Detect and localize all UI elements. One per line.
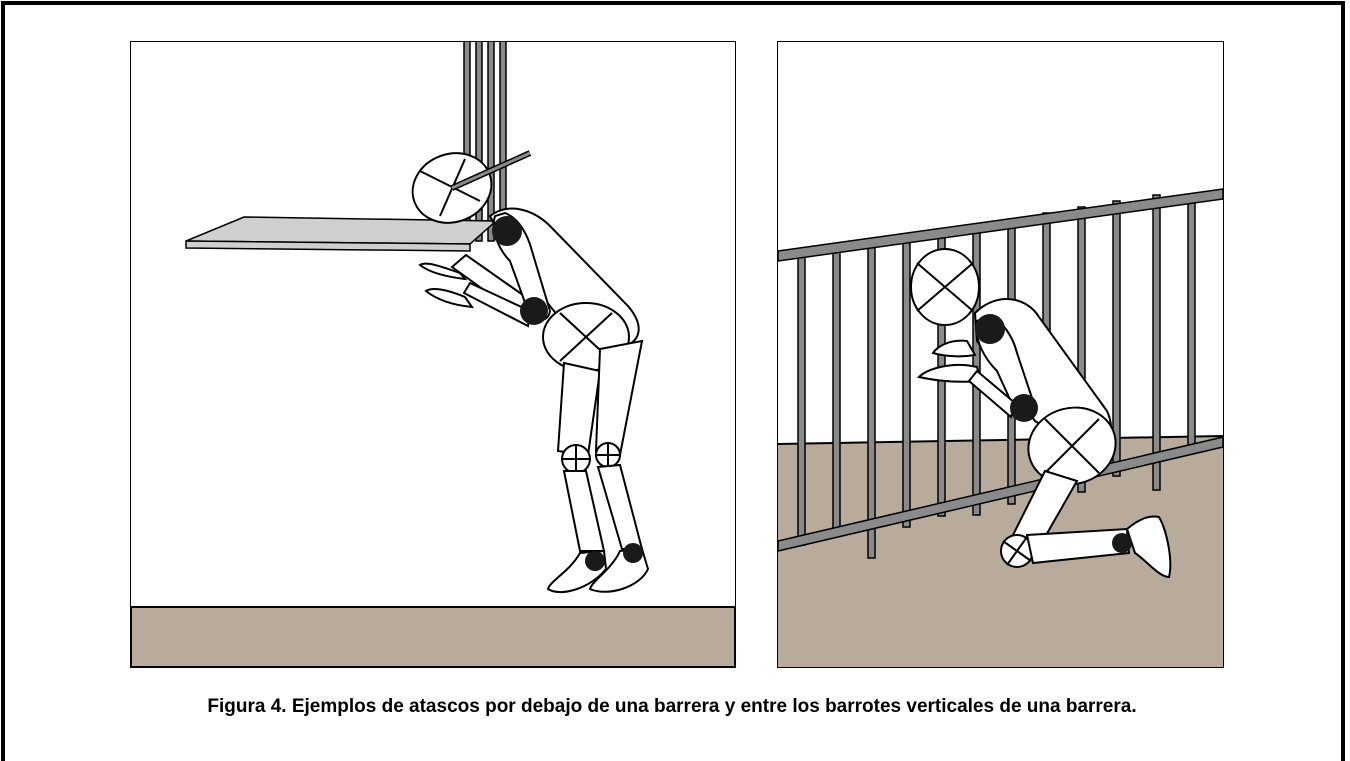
mannequin-kneeling xyxy=(910,248,1172,579)
figure-caption: Figura 4. Ejemplos de atascos por debajo… xyxy=(207,696,1137,717)
barrier-board xyxy=(185,216,498,252)
top-rail xyxy=(777,188,1224,262)
joints xyxy=(975,314,1132,553)
panel-under-barrier xyxy=(130,41,736,668)
under-barrier-illustration xyxy=(130,41,736,668)
panel-between-bars xyxy=(777,41,1224,668)
between-bars-illustration xyxy=(777,41,1224,668)
joints xyxy=(492,216,643,571)
floor xyxy=(130,606,736,668)
